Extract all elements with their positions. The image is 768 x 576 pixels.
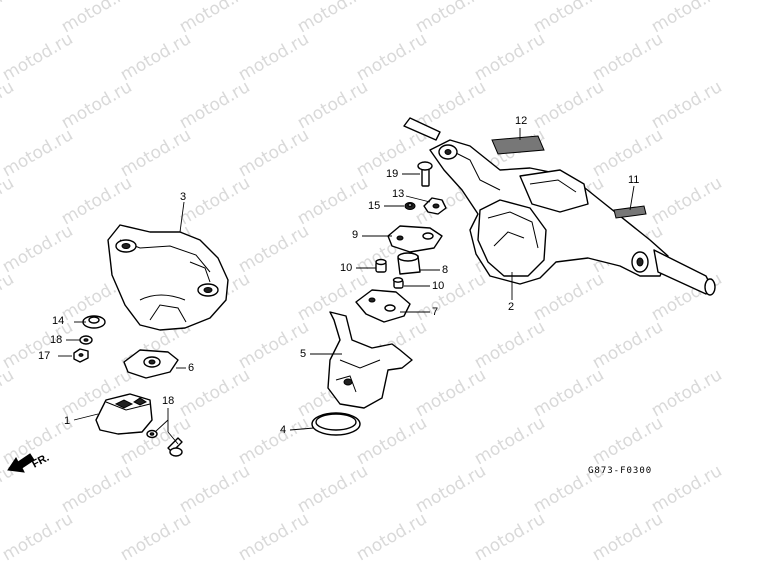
part-8-collar (397, 252, 421, 275)
callout-19: 19 (386, 168, 399, 180)
callout-5: 5 (300, 348, 307, 360)
part-14-grommet (82, 315, 106, 329)
part-18-bolt (146, 429, 183, 457)
callout-3: 3 (180, 191, 187, 203)
part-10b-collar (392, 277, 404, 289)
part-18-washer (79, 335, 93, 345)
part-1-lower-cover (95, 393, 153, 435)
callout-17: 17 (38, 350, 51, 362)
part-17-nut (73, 348, 89, 363)
callout-2: 2 (508, 301, 515, 313)
callout-11: 11 (628, 174, 640, 186)
part-4-seal (311, 412, 361, 436)
part-2-main-housing (403, 117, 716, 296)
callout-14: 14 (52, 315, 65, 327)
callout-1: 1 (64, 415, 71, 427)
callout-8: 8 (442, 264, 449, 276)
callout-9: 9 (352, 229, 359, 241)
callout-6: 6 (188, 362, 195, 374)
part-11-label (613, 205, 647, 219)
part-3-upper-cover (107, 224, 229, 331)
callout-13: 13 (392, 188, 405, 200)
part-19-bolt (417, 161, 433, 187)
part-15-nut (404, 202, 416, 210)
front-direction-arrow (7, 453, 35, 473)
callout-10b: 10 (432, 280, 445, 292)
leader-lines (58, 128, 635, 445)
callout-15: 15 (368, 200, 381, 212)
part-10a-collar (375, 258, 387, 273)
callout-4: 4 (280, 424, 287, 436)
part-13-washer (423, 197, 447, 215)
part-9-plate (387, 225, 443, 253)
callout-18a: 18 (50, 334, 63, 346)
callout-10a: 10 (340, 262, 353, 274)
part-12-label (491, 135, 545, 155)
part-5-bracket (327, 311, 413, 409)
callout-7: 7 (432, 306, 439, 318)
callout-12: 12 (515, 115, 528, 127)
part-6-pad (123, 349, 179, 379)
part-7-plate (355, 289, 411, 323)
callout-18b: 18 (162, 395, 175, 407)
diagram-code: G873-F0300 (588, 466, 653, 476)
